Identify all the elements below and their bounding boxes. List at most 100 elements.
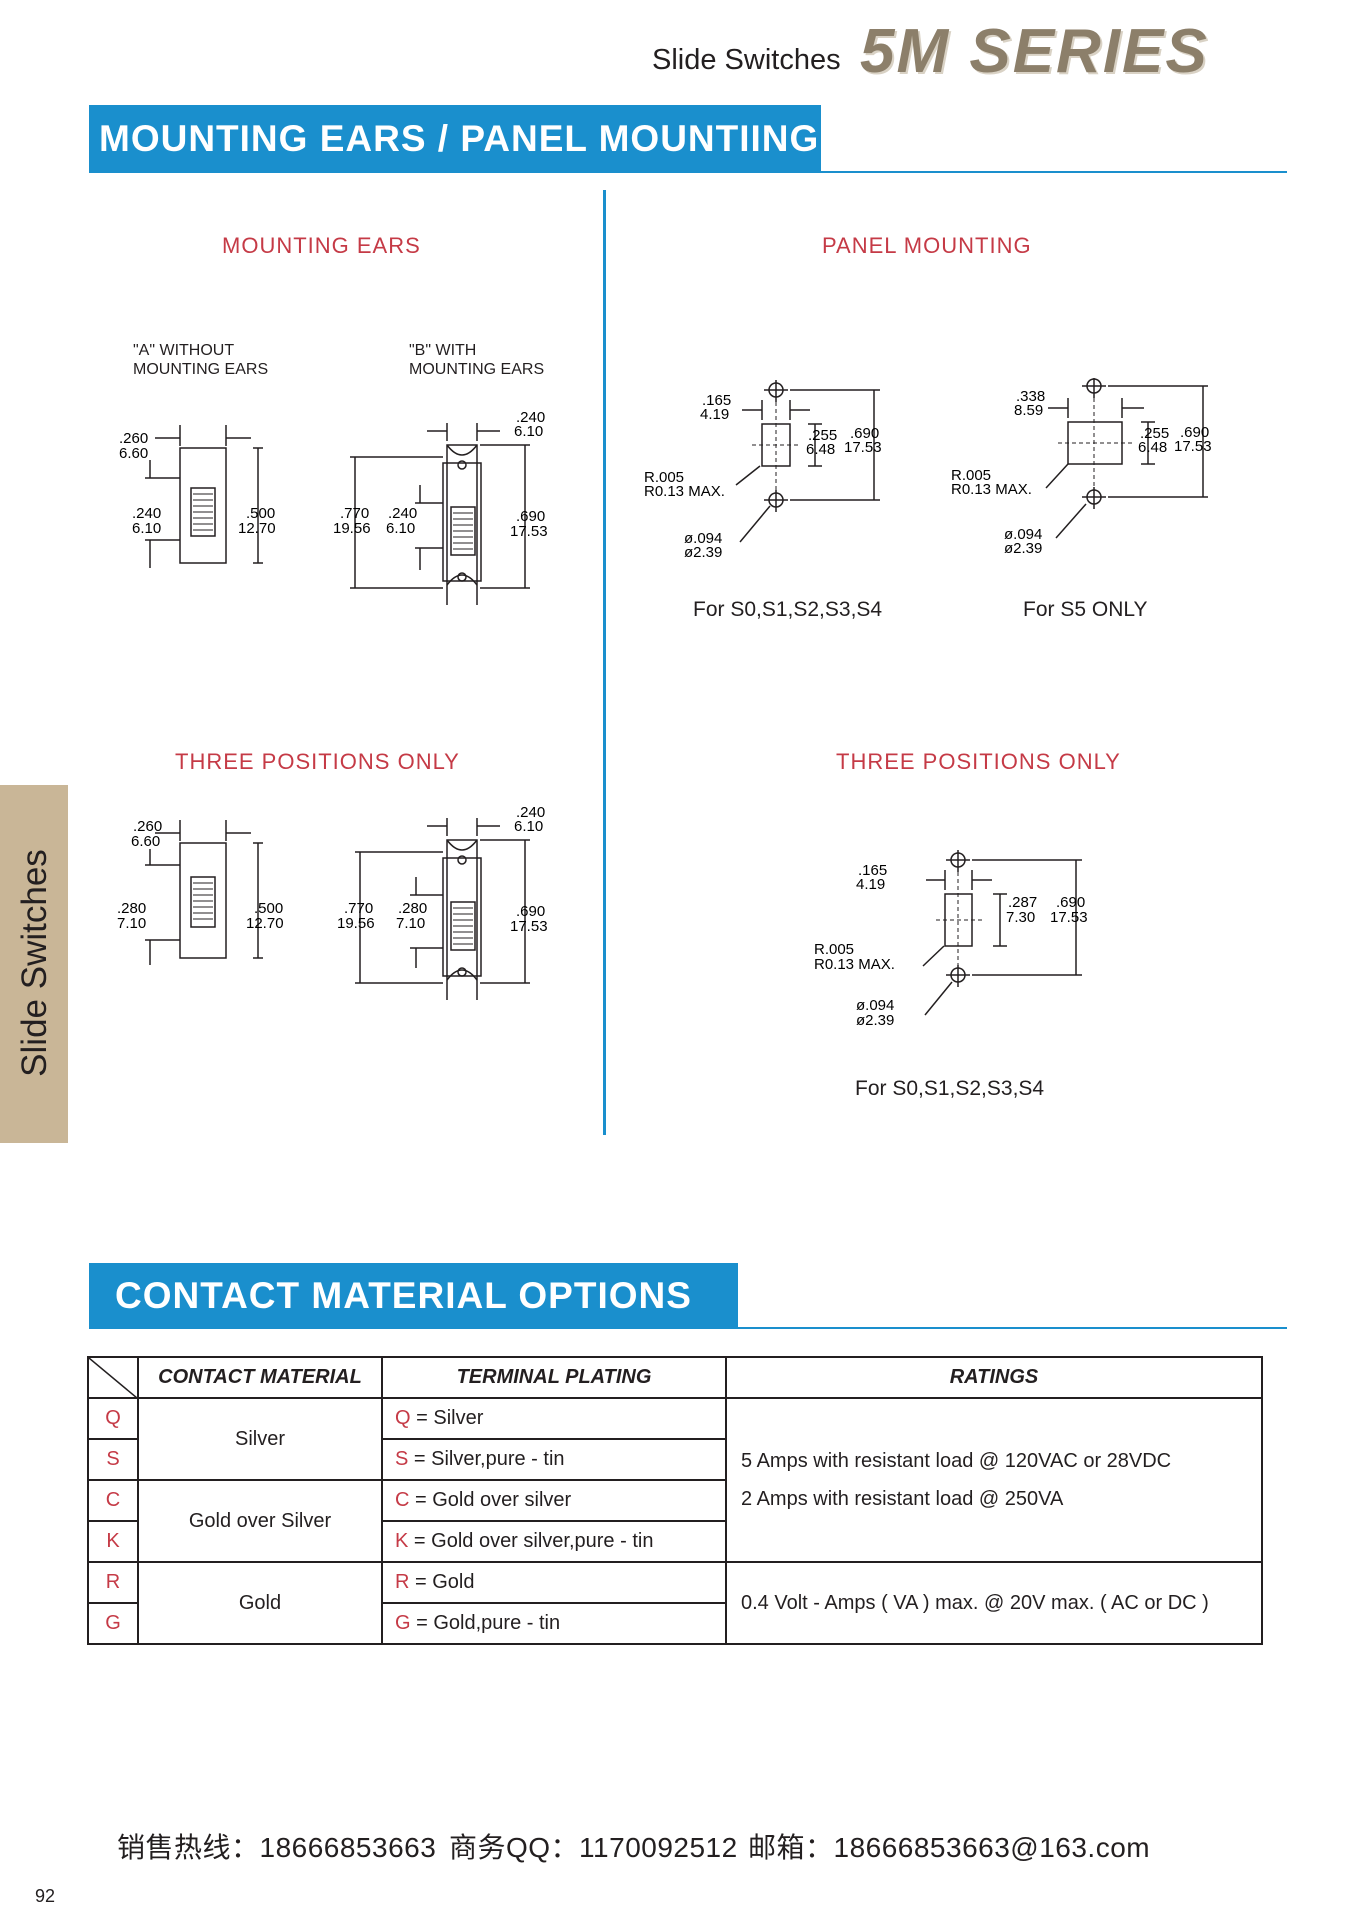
code-q: Q bbox=[87, 1397, 139, 1440]
code-c: C bbox=[87, 1479, 139, 1522]
plating-k: K = Gold over silver,pure - tin bbox=[381, 1520, 727, 1563]
dim-1270: 12.70 bbox=[238, 520, 276, 537]
material-gold: Gold bbox=[137, 1561, 383, 1645]
header-terminal-plating: TERMINAL PLATING bbox=[381, 1356, 727, 1399]
section-title-mounting: MOUNTING EARS / PANEL MOUNTIING bbox=[89, 105, 821, 173]
svg-text:7.30: 7.30 bbox=[1006, 909, 1035, 926]
drawing-switch-b: .240 6.10 .770 19.56 .240 6.10 .690 17.5… bbox=[333, 409, 548, 605]
svg-text:6.10: 6.10 bbox=[514, 423, 543, 440]
dim-260: .260 bbox=[119, 430, 148, 447]
svg-text:R.005: R.005 bbox=[951, 467, 991, 484]
drawing-switch-a: .260 6.60 .240 6.10 .500 12.70 bbox=[119, 425, 276, 568]
section-rule-2 bbox=[89, 1327, 1287, 1329]
svg-text:.165: .165 bbox=[858, 862, 887, 879]
header-subtitle: Slide Switches bbox=[652, 44, 841, 76]
contact-material-table: CONTACT MATERIAL TERMINAL PLATING RATING… bbox=[87, 1356, 1263, 1645]
svg-text:.240: .240 bbox=[388, 505, 417, 522]
svg-text:ø.094: ø.094 bbox=[684, 530, 722, 547]
dim-660: 6.60 bbox=[119, 445, 148, 462]
series-logo: 5M SERIES bbox=[860, 17, 1209, 86]
svg-text:8.59: 8.59 bbox=[1014, 402, 1043, 419]
svg-text:.240: .240 bbox=[516, 409, 545, 426]
material-silver: Silver bbox=[137, 1397, 383, 1481]
svg-text:19.56: 19.56 bbox=[333, 520, 371, 537]
svg-text:6.60: 6.60 bbox=[131, 833, 160, 850]
svg-text:17.53: 17.53 bbox=[1050, 909, 1088, 926]
side-tab-label: Slide Switches bbox=[15, 849, 54, 1077]
footer-hotline: 销售热线：18666853663 bbox=[117, 1832, 437, 1863]
mounting-ears-heading: MOUNTING EARS bbox=[222, 233, 421, 258]
svg-text:ø2.39: ø2.39 bbox=[856, 1012, 894, 1029]
svg-text:.770: .770 bbox=[344, 900, 373, 917]
svg-text:ø.094: ø.094 bbox=[856, 997, 894, 1014]
svg-text:.255: .255 bbox=[808, 427, 837, 444]
drawing-panel-s5: .338 8.59 .255 6.48 .690 17.53 R.005 R0.… bbox=[951, 378, 1212, 557]
section-title-contact: CONTACT MATERIAL OPTIONS bbox=[89, 1263, 738, 1329]
svg-text:.280: .280 bbox=[398, 900, 427, 917]
svg-text:17.53: 17.53 bbox=[844, 439, 882, 456]
svg-text:.338: .338 bbox=[1016, 388, 1045, 405]
plating-g: G = Gold,pure - tin bbox=[381, 1602, 727, 1645]
panel-mounting-heading: PANEL MOUNTING bbox=[822, 233, 1032, 258]
footer-email: 邮箱：18666853663@163.com bbox=[748, 1832, 1151, 1863]
plating-q: Q = Silver bbox=[381, 1397, 727, 1440]
svg-text:.165: .165 bbox=[702, 392, 731, 409]
drawing-three-pos-b: .240 6.10 .770 19.56 .280 7.10 .690 17.5… bbox=[337, 804, 548, 1000]
svg-text:6.48: 6.48 bbox=[1138, 439, 1167, 456]
code-k: K bbox=[87, 1520, 139, 1563]
ratings-cell-2: 0.4 Volt - Amps ( VA ) max. @ 20V max. (… bbox=[725, 1561, 1263, 1645]
svg-text:.690: .690 bbox=[850, 425, 879, 442]
corner-cell bbox=[87, 1356, 139, 1399]
svg-text:7.10: 7.10 bbox=[396, 915, 425, 932]
svg-text:.287: .287 bbox=[1008, 894, 1037, 911]
svg-text:.240: .240 bbox=[516, 804, 545, 821]
three-positions-right: THREE POSITIONS ONLY bbox=[836, 749, 1121, 774]
svg-text:17.53: 17.53 bbox=[510, 523, 548, 540]
svg-text:.280: .280 bbox=[117, 900, 146, 917]
dim-500: .500 bbox=[246, 505, 275, 522]
svg-text:.500: .500 bbox=[254, 900, 283, 917]
svg-text:6.10: 6.10 bbox=[514, 818, 543, 835]
svg-text:R.005: R.005 bbox=[644, 469, 684, 486]
plating-s: S = Silver,pure - tin bbox=[381, 1438, 727, 1481]
side-tab: Slide Switches bbox=[0, 785, 68, 1143]
svg-text:R.005: R.005 bbox=[814, 941, 854, 958]
svg-text:R0.13 MAX.: R0.13 MAX. bbox=[644, 483, 725, 500]
column-divider bbox=[603, 190, 606, 1135]
svg-text:.690: .690 bbox=[516, 508, 545, 525]
svg-text:4.19: 4.19 bbox=[700, 406, 729, 423]
code-g: G bbox=[87, 1602, 139, 1645]
svg-text:.690: .690 bbox=[516, 903, 545, 920]
svg-text:7.10: 7.10 bbox=[117, 915, 146, 932]
svg-text:R0.13 MAX.: R0.13 MAX. bbox=[814, 956, 895, 973]
svg-text:19.56: 19.56 bbox=[337, 915, 375, 932]
svg-text:6.48: 6.48 bbox=[806, 441, 835, 458]
for-s5-label: For S5 ONLY bbox=[1023, 598, 1148, 621]
svg-text:.260: .260 bbox=[133, 818, 162, 835]
svg-text:ø.094: ø.094 bbox=[1004, 526, 1042, 543]
drawing-three-pos-a: .260 6.60 .280 7.10 .500 12.70 bbox=[117, 818, 284, 965]
for-s0-s4-label: For S0,S1,S2,S3,S4 bbox=[693, 598, 883, 621]
three-positions-left: THREE POSITIONS ONLY bbox=[175, 749, 460, 774]
svg-text:6.10: 6.10 bbox=[386, 520, 415, 537]
section-rule bbox=[89, 171, 1287, 173]
svg-text:.770: .770 bbox=[340, 505, 369, 522]
page-number: 92 bbox=[35, 1886, 56, 1906]
footer-qq: 商务QQ：1170092512 bbox=[449, 1832, 738, 1863]
code-s: S bbox=[87, 1438, 139, 1481]
for-s0-s4-label-2: For S0,S1,S2,S3,S4 bbox=[855, 1077, 1045, 1100]
material-gold-over-silver: Gold over Silver bbox=[137, 1479, 383, 1563]
svg-text:17.53: 17.53 bbox=[1174, 438, 1212, 455]
svg-text:.255: .255 bbox=[1140, 425, 1169, 442]
header-contact-material: CONTACT MATERIAL bbox=[137, 1356, 383, 1399]
svg-text:.690: .690 bbox=[1056, 894, 1085, 911]
svg-text:.690: .690 bbox=[1180, 424, 1209, 441]
svg-text:17.53: 17.53 bbox=[510, 918, 548, 935]
plating-r: R = Gold bbox=[381, 1561, 727, 1604]
plating-c: C = Gold over silver bbox=[381, 1479, 727, 1522]
svg-text:ø2.39: ø2.39 bbox=[1004, 540, 1042, 557]
dim-610: 6.10 bbox=[132, 520, 161, 537]
svg-text:12.70: 12.70 bbox=[246, 915, 284, 932]
code-r: R bbox=[87, 1561, 139, 1604]
